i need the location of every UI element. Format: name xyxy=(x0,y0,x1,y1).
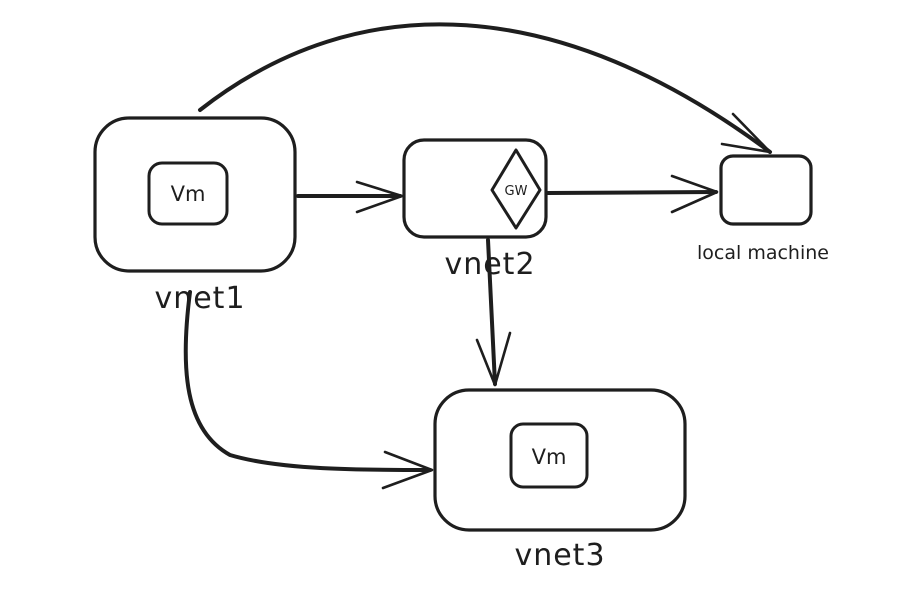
edge-vnet1-to-local-machine xyxy=(198,22,772,154)
node-vnet2: GW vnet2 xyxy=(402,138,548,282)
edge-vnet1-vnet3-line xyxy=(183,290,432,472)
edge-vnet2-to-vnet3 xyxy=(475,238,512,387)
edge-vnet2-local-arrowhead xyxy=(670,174,719,214)
vnet3-vm-box xyxy=(509,422,589,489)
gateway-label: GW xyxy=(505,184,528,199)
edge-vnet2-vnet3-line xyxy=(486,238,497,386)
edge-vnet1-to-vnet2 xyxy=(296,180,404,214)
local-machine-box xyxy=(719,154,813,226)
node-vnet1: Vm vnet1 xyxy=(93,116,297,316)
vnet1-vm-box xyxy=(147,161,229,226)
edge-vnet2-local-line xyxy=(546,190,718,195)
vnet3-box xyxy=(433,388,687,532)
edge-vnet1-local-arrowhead xyxy=(720,112,772,154)
edge-vnet1-local-line xyxy=(198,22,772,154)
vnet1-vm-label: Vm xyxy=(171,182,206,206)
edge-vnet1-vnet3-arrowhead xyxy=(381,450,434,490)
edge-vnet2-to-local-machine xyxy=(546,174,719,214)
vnet3-vm-label: Vm xyxy=(532,445,567,469)
local-machine-label: local machine xyxy=(697,242,829,264)
vnet2-box xyxy=(402,138,548,239)
gateway-diamond xyxy=(490,148,542,230)
vnet1-label: vnet1 xyxy=(154,281,245,316)
edge-vnet2-vnet3-arrowhead xyxy=(475,331,512,387)
vnet3-label: vnet3 xyxy=(514,538,605,573)
node-local-machine: local machine xyxy=(697,154,829,264)
edge-vnet1-to-vnet3 xyxy=(183,290,434,490)
node-vnet3: Vm vnet3 xyxy=(433,388,687,573)
edge-vnet1-vnet2-arrowhead xyxy=(355,180,404,214)
vnet1-box xyxy=(93,116,297,273)
